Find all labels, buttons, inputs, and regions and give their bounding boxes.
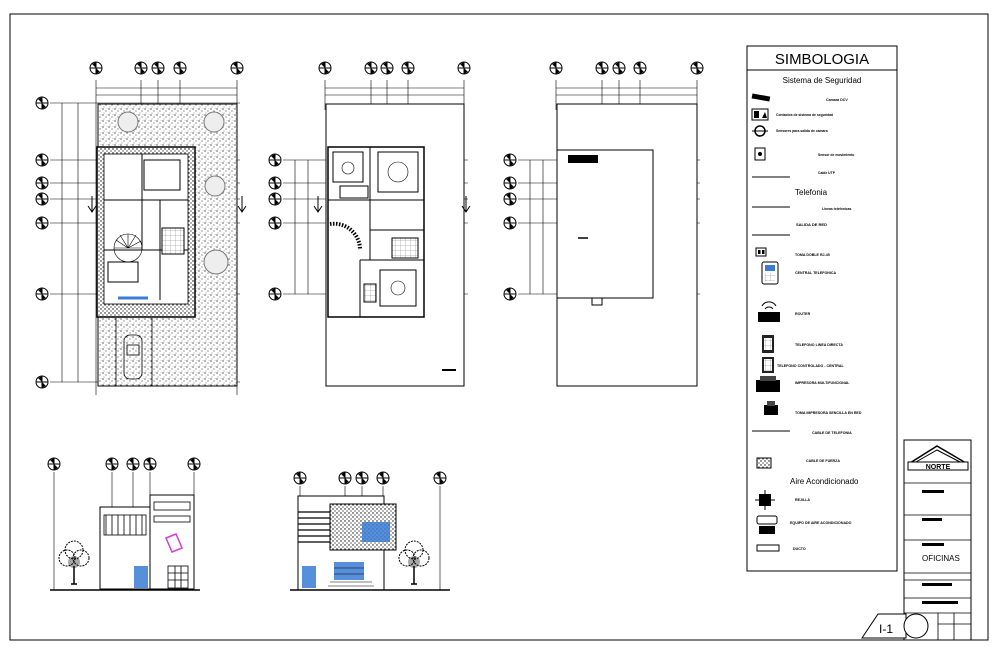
legend-panel: SIMBOLOGIA Sistema de Seguridad Camara D… (746, 45, 898, 572)
legend-section-security: Sistema de Seguridad (783, 76, 862, 85)
legend-item-label: Contactos de sistema de seguridad (776, 113, 833, 117)
phone-central-icon (761, 261, 779, 285)
legend-item-label: TELEFONO CONTROLADO - CENTRAL (777, 364, 844, 368)
rj45-outlet-icon (755, 247, 767, 257)
legend-item-label: Camara DCV (826, 98, 848, 102)
spiral-stair-icon (113, 233, 143, 263)
legend-section-telefonia: Telefonia (795, 188, 828, 197)
legend-item-label: IMPRESORA MULTIFUNCIONAL (795, 381, 850, 385)
duct-icon (756, 544, 780, 552)
multifunction-printer-icon (756, 376, 780, 392)
legend-item-label: ROUTER (795, 312, 811, 316)
legend-item-label: CABLE DE TELEFONIA (812, 431, 852, 435)
controlled-phone-icon (762, 357, 774, 373)
side-elevation (290, 471, 450, 591)
power-cable-icon (756, 457, 772, 469)
logo-text: NORTE (926, 464, 951, 471)
grid-bubbles-left-1 (35, 96, 49, 389)
title-block: NORTE OFICINAS I-1 (861, 439, 972, 641)
ground-floor-plan (35, 61, 247, 395)
legend-item-label: CABLE DE FUERZA (806, 459, 840, 463)
legend-item-label: TOMA IMPRESORA SENCILLA EN RED (795, 411, 862, 415)
north-logo: NORTE (907, 445, 969, 471)
direct-phone-icon (762, 335, 774, 353)
upper-floor-plan (268, 61, 471, 387)
project-name: OFICINAS (922, 554, 960, 563)
grid-bubbles-top-1 (89, 61, 244, 75)
grid-bubbles-left-2 (268, 153, 282, 301)
sheet-border (9, 13, 989, 641)
ac-unit-icon (756, 515, 778, 534)
car-icon (123, 334, 143, 380)
legend-item-label: EQUIPO DE AIRE ACONDICIONADO (790, 521, 852, 525)
legend-item-label: Cable UTP (818, 171, 836, 175)
legend-item-label: TOMA DOBLE RJ-45 (795, 253, 830, 257)
legend-item-label: Sensor de movimiento (818, 153, 854, 157)
legend-section-aire: Aire Acondicionado (790, 477, 859, 486)
cctv-camera-icon (751, 93, 771, 102)
legend-item-label: SALIDA DE RED (796, 222, 827, 227)
legend-item-label: DUCTO (793, 547, 806, 551)
legend-title: SIMBOLOGIA (775, 51, 869, 68)
legend-item-label: Lineas telefonicas (822, 207, 852, 211)
printer-outlet-icon (764, 401, 778, 415)
air-grille-icon (755, 490, 775, 510)
legend-item-label: CENTRAL TELEFONICA (795, 271, 836, 275)
security-outlet-icon (751, 108, 769, 121)
router-icon (758, 301, 780, 322)
grid-bubbles-left-3 (503, 153, 517, 301)
sensor-icon (752, 125, 768, 137)
motion-sensor-icon (754, 147, 766, 161)
legend-item-label: Sensores para salida de camara (776, 129, 828, 133)
legend-item-label: REJILLA (795, 498, 810, 502)
front-elevation (47, 457, 201, 591)
sheet-number: I-1 (879, 622, 893, 636)
grid-bubbles-top-2 (318, 61, 471, 75)
roof-plan (503, 61, 704, 387)
legend-item-label: TELEFONO LINEA DIRECTA (795, 343, 843, 347)
grid-bubbles-top-3 (549, 61, 704, 75)
